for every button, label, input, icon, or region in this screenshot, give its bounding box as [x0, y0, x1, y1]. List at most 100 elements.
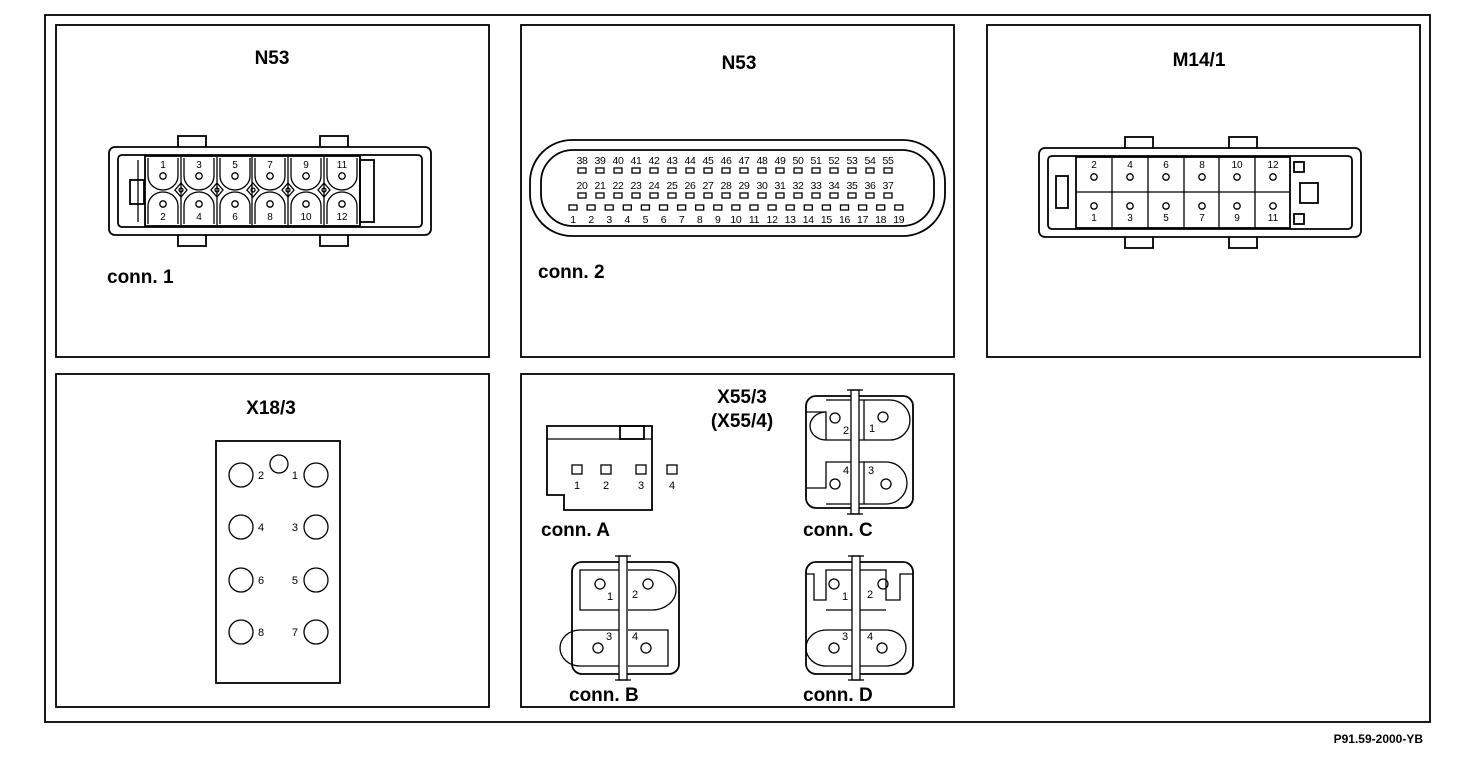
pin-contact	[775, 167, 785, 174]
pin-number: 26	[684, 180, 696, 192]
pin-number: 24	[648, 180, 660, 192]
pin-contact	[821, 204, 832, 211]
pin-contact	[739, 167, 749, 174]
pin-number: 11	[1268, 213, 1279, 224]
pin-number: 33	[810, 180, 822, 192]
pin-contact	[577, 192, 587, 199]
pin-contact	[666, 464, 678, 475]
pin-number: 2	[160, 212, 166, 223]
pin-contact	[757, 167, 767, 174]
pin-contact	[676, 204, 687, 211]
pin-number: 4	[196, 212, 202, 223]
pin-number: 1	[1091, 213, 1097, 224]
x55-conn-b-label: conn. B	[569, 685, 639, 706]
pin-contact	[640, 642, 652, 654]
pin-contact	[847, 192, 857, 199]
m14-1-title: M14/1	[1173, 50, 1226, 71]
pin-contact	[228, 514, 254, 540]
pin-number: 1	[574, 480, 580, 492]
pin-number: 2	[867, 589, 873, 601]
pin-number: 7	[679, 214, 685, 226]
n53-conn2-connector	[529, 139, 946, 237]
pin-contact	[829, 167, 839, 174]
pin-number: 36	[864, 180, 876, 192]
n53-conn1-title: N53	[255, 48, 290, 69]
panel-m14-1	[986, 24, 1421, 358]
pin-number: 4	[843, 465, 849, 477]
pin-number: 40	[612, 155, 624, 167]
pin-number: 54	[864, 155, 876, 167]
pin-number: 11	[749, 214, 760, 226]
pin-contact	[703, 167, 713, 174]
pin-contact	[894, 204, 904, 211]
pin-contact	[266, 172, 274, 180]
pin-contact	[228, 619, 254, 645]
pin-number: 5	[643, 214, 649, 226]
pin-number: 55	[882, 155, 894, 167]
x18-3-connector	[215, 440, 341, 684]
pin-contact	[685, 167, 695, 174]
pin-contact	[604, 204, 614, 211]
x55-3-subtitle: (X55/4)	[711, 411, 773, 432]
pin-contact	[303, 567, 329, 593]
pin-number: 4	[669, 480, 675, 492]
pin-number: 3	[638, 480, 644, 492]
pin-number: 30	[756, 180, 768, 192]
panel-x18-3	[55, 373, 490, 708]
pin-contact	[303, 514, 329, 540]
pin-number: 11	[337, 160, 348, 171]
pin-number: 3	[606, 214, 612, 226]
pin-contact	[594, 578, 606, 590]
pin-contact	[595, 167, 605, 174]
pin-number: 3	[606, 631, 612, 643]
pin-contact	[829, 192, 839, 199]
pin-contact	[865, 167, 875, 174]
x18-3-key-hole	[269, 454, 289, 474]
pin-contact	[1233, 202, 1241, 210]
n53-conn2-title: N53	[722, 53, 757, 74]
pin-number: 49	[774, 155, 786, 167]
pin-number: 1	[292, 470, 298, 482]
pin-contact	[231, 172, 239, 180]
pin-number: 1	[869, 423, 875, 435]
pin-contact	[631, 167, 641, 174]
pin-number: 46	[720, 155, 732, 167]
pin-number: 18	[875, 214, 887, 226]
pin-number: 32	[792, 180, 804, 192]
pin-contact	[302, 172, 310, 180]
pin-contact	[1269, 202, 1277, 210]
outer-frame	[44, 14, 1431, 723]
pin-number: 17	[857, 214, 869, 226]
pin-number: 31	[774, 180, 786, 192]
pin-cavity	[326, 191, 358, 224]
pin-contact	[635, 464, 647, 475]
pin-number: 2	[632, 589, 638, 601]
pin-contact	[757, 192, 767, 199]
pin-contact	[876, 204, 886, 211]
pin-contact	[1162, 202, 1170, 210]
pin-contact	[883, 167, 893, 174]
n53-conn2-label: conn. 2	[538, 262, 605, 283]
pin-number: 3	[868, 465, 874, 477]
pin-number: 3	[1127, 213, 1133, 224]
x18-3-title: X18/3	[246, 398, 296, 419]
pin-cavity	[183, 191, 215, 224]
pin-number: 16	[839, 214, 851, 226]
coding-dot	[250, 187, 256, 193]
pin-contact	[828, 578, 840, 590]
pin-number: 6	[258, 575, 264, 587]
pin-contact	[667, 167, 677, 174]
pin-number: 35	[846, 180, 858, 192]
pin-contact	[1198, 173, 1206, 181]
pin-number: 12	[767, 214, 779, 226]
pin-number: 7	[292, 627, 298, 639]
pin-number: 5	[232, 160, 238, 171]
pin-number: 27	[702, 180, 714, 192]
pin-contact	[731, 204, 741, 211]
pin-contact	[785, 204, 795, 211]
pin-number: 2	[603, 480, 609, 492]
pin-contact	[811, 192, 821, 199]
pin-contact	[880, 478, 892, 490]
panel-n53-conn2	[520, 24, 955, 358]
panel-x55-3	[520, 373, 955, 708]
